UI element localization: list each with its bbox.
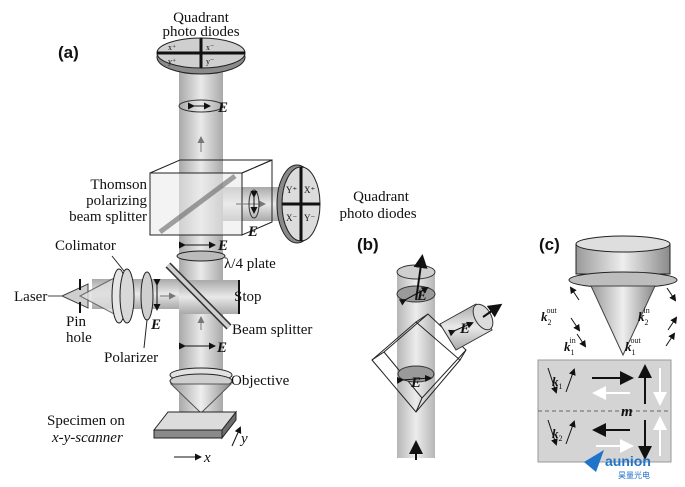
polarizer <box>140 271 154 321</box>
field-E-b-center: E <box>410 375 421 391</box>
panel-c: (c) k2out k2in k1in k1out m k1 <box>537 235 678 463</box>
quad-sign-y-minus: Y⁻ <box>304 213 315 223</box>
k2-out-label: k2out <box>541 306 558 327</box>
objective-label: Objective <box>231 373 290 389</box>
b-side-beam: E <box>439 303 503 351</box>
specimen-label-1: Specimen on <box>47 413 125 429</box>
c-wavevector-arrows <box>569 286 678 348</box>
panel-c-label: (c) <box>539 235 560 254</box>
svg-text:x⁺: x⁺ <box>168 43 176 52</box>
panel-a-label: (a) <box>58 43 79 62</box>
panel-a: (a) x⁺ x⁻ y⁺ y⁻ Quadrant photo diodes E <box>14 10 417 466</box>
quad-sign-x-plus: X⁺ <box>304 185 315 195</box>
field-E-polarizer: E <box>150 317 161 333</box>
polarizer-label: Polarizer <box>104 350 158 366</box>
y-axis-label: y <box>239 431 248 447</box>
side-quadrant-label-1: Quadrant <box>353 189 410 205</box>
field-E-below-prism: E <box>217 238 228 254</box>
collimator-leader <box>111 255 125 272</box>
c-objective <box>568 235 678 357</box>
quad-sign-x-minus: X⁻ <box>286 213 297 223</box>
y-axis-arrow <box>231 426 242 447</box>
field-E-b-side: E <box>459 321 470 337</box>
svg-text:y⁻: y⁻ <box>206 57 214 66</box>
laser-label: Laser <box>14 289 47 305</box>
panel-b: (b) E E E <box>357 235 503 460</box>
x-axis-label: x <box>203 450 211 466</box>
beam-splitter-label: Beam splitter <box>232 322 312 338</box>
k1-in-label: k1in <box>564 336 576 357</box>
collimator-label: Colimator <box>55 238 116 254</box>
thomson-label-2: polarizing <box>86 193 147 209</box>
specimen-label-2: x-y-scanner <box>51 430 123 446</box>
thomson-label-3: beam splitter <box>69 209 147 225</box>
stop-label: Stop <box>234 289 262 305</box>
svg-text:x⁻: x⁻ <box>206 43 214 52</box>
quarter-wave-plate <box>176 250 226 262</box>
field-E-below-splitter: E <box>216 340 227 356</box>
vertical-beam <box>179 60 223 412</box>
panel-b-label: (b) <box>357 235 379 254</box>
k1-out-label: k1out <box>625 336 642 357</box>
quad-sign-y-plus: Y⁺ <box>286 185 297 195</box>
collimator-lens <box>111 268 135 324</box>
side-quadrant-label-2: photo diodes <box>339 206 416 222</box>
field-E-side: E <box>247 224 258 240</box>
side-quadrant-photodiode: Y⁺ X⁺ X⁻ Y⁻ <box>276 164 321 244</box>
field-E-top: E <box>217 100 228 116</box>
field-E-b-top: E <box>416 288 427 304</box>
top-quadrant-label-2: photo diodes <box>162 24 239 40</box>
c-k2: k2 <box>552 426 563 443</box>
k2-in-label: k2in <box>638 306 650 327</box>
c-k1: k1 <box>552 374 563 391</box>
pinhole-label-1: Pin <box>66 314 87 330</box>
thomson-label-1: Thomson <box>90 177 147 193</box>
c-interface-m: m <box>621 404 633 420</box>
thomson-prism <box>149 159 273 236</box>
watermark-logo: aunion 昊量光电 <box>584 450 651 480</box>
watermark-brand: aunion <box>605 453 651 469</box>
svg-text:y⁺: y⁺ <box>168 57 176 66</box>
top-quadrant-label-1: Quadrant <box>173 10 230 26</box>
pinhole-label-2: hole <box>66 330 92 346</box>
specimen-stage <box>152 410 238 440</box>
beam-splitter <box>165 262 232 330</box>
objective-lens <box>169 367 233 414</box>
brand-logo-icon <box>584 450 604 472</box>
quarter-plate-label: λ/4 plate <box>224 256 276 272</box>
watermark-tagline: 昊量光电 <box>618 470 650 480</box>
top-quadrant-photodiode: x⁺ x⁻ y⁺ y⁻ <box>156 37 246 75</box>
